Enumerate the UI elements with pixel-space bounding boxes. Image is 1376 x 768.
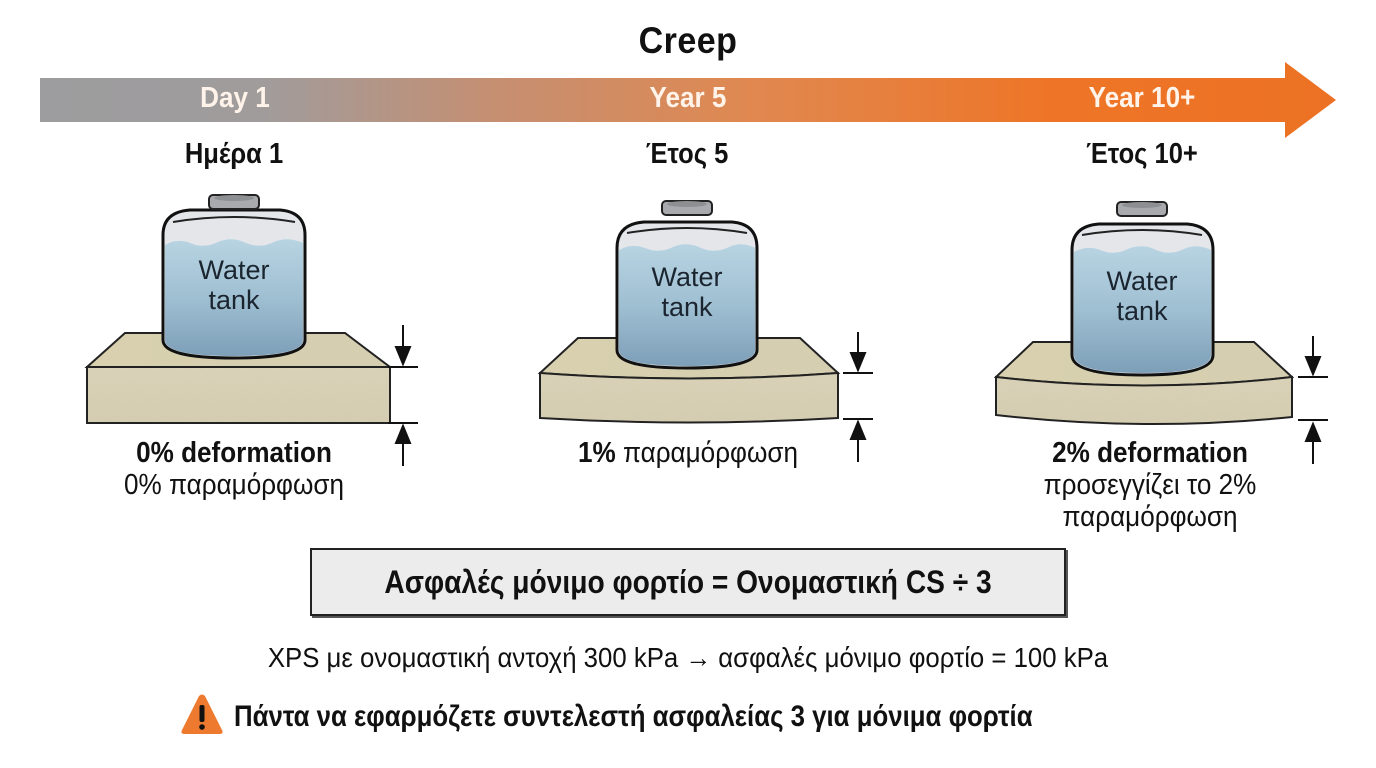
warning-triangle-icon [181,694,223,734]
caption-bold: 1% [578,437,616,469]
timeline-label-year5: Year 5 [649,82,727,114]
caption-panel-3: 2% deformation προσεγγίζει το 2% παραμόρ… [1015,437,1285,533]
warning-text: Πάντα να εφαρμόζετε συντελεστή ασφαλείας… [234,700,1033,733]
tank-label-2: Water tank [617,262,757,322]
tank-label-line1: Water [1106,266,1178,296]
timeline-label-day1: Day 1 [200,82,270,114]
example-text: XPS με ονομαστική αντοχή 300 kPa → ασφαλ… [267,642,1109,673]
water-tank-3 [1070,201,1215,377]
diagram-title: Creep [638,20,738,61]
caption-greek: 0% παραμόρφωση [124,469,344,501]
panel-2-graphic [537,200,873,462]
deformation-dimension-3 [1298,336,1328,464]
period-label-2: Έτος 5 [645,138,729,170]
deformation-dimension-2 [843,332,873,462]
warning-note: Πάντα να εφαρμόζετε συντελεστή ασφαλείας… [180,692,1163,742]
tank-label-line1: Water [198,255,270,285]
caption-bold: 0% deformation [136,437,332,469]
panel-1-graphic [84,194,418,466]
deformation-dimension-1 [388,325,418,466]
water-tank-2 [615,200,759,370]
period-label-3: Έτος 10+ [1086,138,1198,170]
tank-label-line1: Water [651,262,723,292]
warning-icon-spacer [180,695,224,739]
caption-greek: παραμόρφωση [615,437,798,469]
caption-panel-1: 0% deformation 0% παραμόρφωση [99,437,369,501]
tank-label-1: Water tank [164,255,304,315]
caption-greek-line2: παραμόρφωση [1062,501,1238,533]
formula-box: Ασφαλές μόνιμο φορτίο = Ονομαστική CS ÷ … [310,548,1066,616]
period-label-1: Ημέρα 1 [184,138,284,170]
panel-3-graphic [993,201,1328,464]
xps-slab-2 [537,337,841,424]
xps-slab-3 [993,341,1295,426]
formula-text: Ασφαλές μόνιμο φορτίο = Ονομαστική CS ÷ … [384,563,992,600]
timeline-label-year10: Year 10+ [1088,82,1196,114]
caption-panel-2: 1% παραμόρφωση [553,437,823,469]
tank-label-line2: tank [1116,296,1168,326]
caption-bold: 2% deformation [1052,437,1248,469]
tank-label-line2: tank [208,285,260,315]
tank-label-3: Water tank [1072,266,1212,326]
caption-greek-line1: προσεγγίζει το 2% [1043,469,1257,501]
tank-label-line2: tank [661,292,713,322]
water-tank-1 [161,194,307,360]
